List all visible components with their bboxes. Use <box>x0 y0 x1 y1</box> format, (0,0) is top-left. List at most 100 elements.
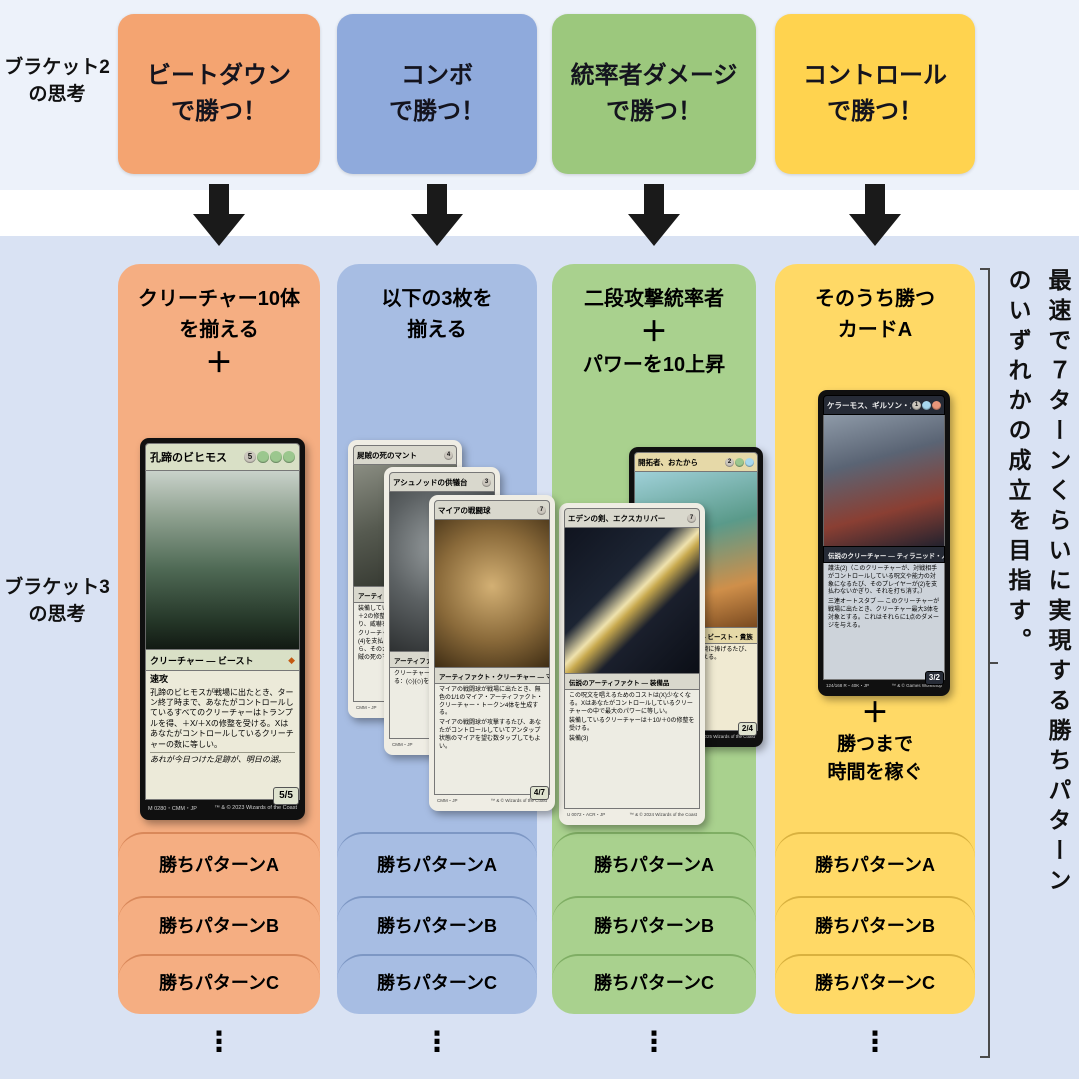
ellipsis: ⋮ <box>861 1026 889 1057</box>
win-pattern-a: 勝ちパターンA <box>337 832 537 898</box>
card-title-bar: 開拓者、おたから 2 <box>634 452 758 472</box>
win-pattern-c: 勝ちパターンC <box>775 954 975 1014</box>
card-rules-text: 孔蹄のビヒモスが戦場に出たとき、ターン終了時まで、あなたがコントロールしているす… <box>150 687 294 749</box>
win-pattern-b: 勝ちパターンB <box>118 896 320 956</box>
mana-cost: 7 <box>536 505 546 515</box>
copyright-text: ™ & © 2025 Wizards of the Coast <box>687 734 755 739</box>
ellipsis: ⋮ <box>640 1026 668 1057</box>
card-kelermorph-gilson-stern: ケラーモス、ギルソン・スターン 1 伝説のクリーチャー — ティラニッド・人間 … <box>818 390 950 696</box>
card-title-bar: 屍賊の死のマント 4 <box>353 445 457 465</box>
heading-line: クリーチャー10体 <box>137 288 301 310</box>
vertical-goal-note: 最速で７ターンくらいに実現する勝ちパターン のいずれかの成立を目指す。 <box>998 268 1078 1068</box>
heading-beatdown: クリーチャー10体 を揃える ＋ <box>118 284 320 381</box>
top-box-label: で勝つ！ <box>171 98 267 125</box>
card-name: 屍賊の死のマント <box>357 450 417 460</box>
card-title-bar: エデンの剣、エクスカリバー 7 <box>564 508 700 528</box>
win-pattern-b: 勝ちパターンB <box>337 896 537 956</box>
mana-cost: 5 <box>243 451 295 463</box>
type-text: クリーチャー — ビースト <box>150 655 254 666</box>
ellipsis: ⋮ <box>423 1026 451 1057</box>
top-box-label: で勝つ！ <box>606 98 702 125</box>
summary-bracket-top-tick <box>980 268 990 270</box>
card-rules-text: 装備(3) <box>569 735 589 742</box>
down-arrow-icon <box>628 184 680 246</box>
heading-line: 二段攻撃統率者 <box>584 288 724 310</box>
collector-info: U 0072・ACR・JP <box>567 811 606 817</box>
red-mana-icon <box>932 400 941 410</box>
label-line: の思考 <box>28 604 86 625</box>
card-name: ケラーモス、ギルソン・スターン <box>827 400 911 410</box>
down-arrow-icon <box>849 184 901 246</box>
collector-info: 124/168 R・40K・JP <box>826 682 870 688</box>
green-mana-icon <box>270 451 282 463</box>
top-box-label: コンボ <box>401 62 473 89</box>
power-toughness: 2/4 <box>737 722 757 736</box>
keyword-text: 速攻 <box>150 674 169 684</box>
card-footer: M 0280・CMM・JP ™ & © 2023 Wizards of the … <box>145 800 300 815</box>
card-rules-text: マイアの戦闘球が戦場に出たとき、無色の1/1のマイア・アーティファクト・クリーチ… <box>439 687 543 717</box>
mana-cost: 1 <box>911 400 941 410</box>
label-line: ブラケット3 <box>4 577 110 598</box>
label-line: ブラケット2 <box>4 57 110 78</box>
card-name: 開拓者、おたから <box>638 457 698 467</box>
extra-line: 時間を稼ぐ <box>827 762 923 783</box>
collector-info: M 0280・CMM・JP <box>148 805 197 812</box>
heading-line: を揃える <box>179 319 259 341</box>
heading-control: そのうち勝つ カードA <box>775 284 975 346</box>
top-box-label: コントロール <box>803 62 947 89</box>
heading-combo: 以下の3枚を 揃える <box>337 284 537 346</box>
down-arrow-icon <box>193 184 245 246</box>
card-rules-text: 装備しているクリーチャーは＋10/＋0の修整を受ける。 <box>569 718 695 733</box>
mana-cost: 4 <box>443 450 453 460</box>
blue-mana-icon <box>745 457 754 467</box>
card-name: エデンの剣、エクスカリバー <box>568 513 666 523</box>
top-box-label: ビートダウン <box>147 62 291 89</box>
card-rules-text: マイアの戦闘球が攻撃するたび、あなたがコントロールしていてアンタップ状態のマイア… <box>439 720 542 750</box>
mana-cost: 7 <box>686 513 696 523</box>
card-name: マイアの戦闘球 <box>438 505 491 515</box>
control-extra-note: ＋ 勝つまで 時間を稼ぐ <box>775 696 975 787</box>
card-footer: CMM・JP ™ & © Wizards of the Coast <box>434 795 550 806</box>
mana-cost: 2 <box>724 457 754 467</box>
card-art <box>145 471 300 649</box>
heading-commander-damage: 二段攻撃統率者 ＋ パワーを10上昇 <box>552 284 756 381</box>
heading-line: カードA <box>837 319 913 341</box>
collector-info: CMM・JP <box>356 704 377 710</box>
power-toughness: 4/7 <box>529 786 549 800</box>
card-rules-text: この呪文を唱えるためのコストは(X)少なくなる。Xはあなたがコントロールしている… <box>569 693 693 715</box>
card-footer: 124/168 R・40K・JP ™ & © Games Workshop <box>823 680 945 691</box>
card-type-line: 伝説のクリーチャー — ティラニッド・人間 <box>823 546 945 563</box>
card-excalibur-sword-of-eden: エデンの剣、エクスカリバー 7 伝説のアーティファクト — 装備品 この呪文を唱… <box>559 503 705 825</box>
top-box-combo: コンボ で勝つ！ <box>337 14 537 174</box>
set-symbol-icon: ◆ <box>288 654 295 665</box>
top-box-label: 統率者ダメージ <box>570 62 738 89</box>
card-art <box>823 415 945 546</box>
blue-mana-icon <box>922 400 931 410</box>
card-text-box: この呪文を唱えるためのコストは(X)少なくなる。Xはあなたがコントロールしている… <box>564 690 700 809</box>
win-pattern-a: 勝ちパターンA <box>552 832 756 898</box>
card-title-bar: アシュノッドの供犠台 3 <box>389 472 495 492</box>
mana-cost: 3 <box>481 477 491 487</box>
win-pattern-c: 勝ちパターンC <box>337 954 537 1014</box>
copyright-text: ™ & © Wizards of the Coast <box>490 798 547 803</box>
heading-line: 揃える <box>407 319 467 341</box>
background-white-band <box>0 190 1079 236</box>
win-pattern-c: 勝ちパターンC <box>118 954 320 1014</box>
card-title-bar: ケラーモス、ギルソン・スターン 1 <box>823 395 945 415</box>
card-footer: U 0072・ACR・JP ™ & © 2024 Wizards of the … <box>564 809 700 820</box>
win-pattern-b: 勝ちパターンB <box>775 896 975 956</box>
summary-bracket-mid-tick <box>988 662 998 664</box>
vertical-note-line: のいずれかの成立を目指す。 <box>1005 268 1031 658</box>
plus-sign: ＋ <box>861 698 889 728</box>
collector-info: CMM・JP <box>392 741 413 747</box>
top-box-commander-damage: 統率者ダメージ で勝つ！ <box>552 14 756 174</box>
card-type-line: アーティファクト・クリーチャー — マイア・構築物 <box>434 667 550 684</box>
type-text: アーティファクト・クリーチャー — マイア・構築物 <box>439 673 549 681</box>
green-mana-icon <box>257 451 269 463</box>
card-type-line: クリーチャー — ビースト ◆ <box>145 649 300 671</box>
vertical-note-line: 最速で７ターンくらいに実現する勝ちパターン <box>1045 268 1071 898</box>
card-myr-battlesphere: マイアの戦闘球 7 アーティファクト・クリーチャー — マイア・構築物 マイアの… <box>429 495 555 811</box>
card-title-bar: 孔蹄のビヒモス 5 <box>145 443 300 471</box>
card-rules-text: 護法(2)（このクリーチャーが、対戦相手がコントロールしている呪文や能力の対象に… <box>828 566 938 596</box>
